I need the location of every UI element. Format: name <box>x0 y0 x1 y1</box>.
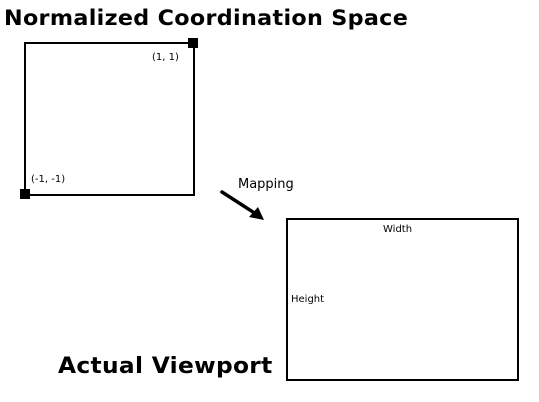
viewport-box <box>286 218 519 381</box>
normalized-space-box <box>24 42 195 196</box>
mapping-arrow-icon <box>220 190 264 220</box>
actual-viewport-title: Actual Viewport <box>58 354 273 379</box>
bottom-left-coordinate-label: (-1, -1) <box>31 174 66 185</box>
top-right-corner-marker <box>188 38 198 48</box>
top-right-coordinate-label: (1, 1) <box>152 52 179 63</box>
viewport-height-label: Height <box>291 294 325 305</box>
viewport-width-label: Width <box>383 224 413 235</box>
bottom-left-corner-marker <box>20 189 30 199</box>
mapping-label: Mapping <box>238 177 294 192</box>
normalized-space-title: Normalized Coordination Space <box>4 6 409 30</box>
